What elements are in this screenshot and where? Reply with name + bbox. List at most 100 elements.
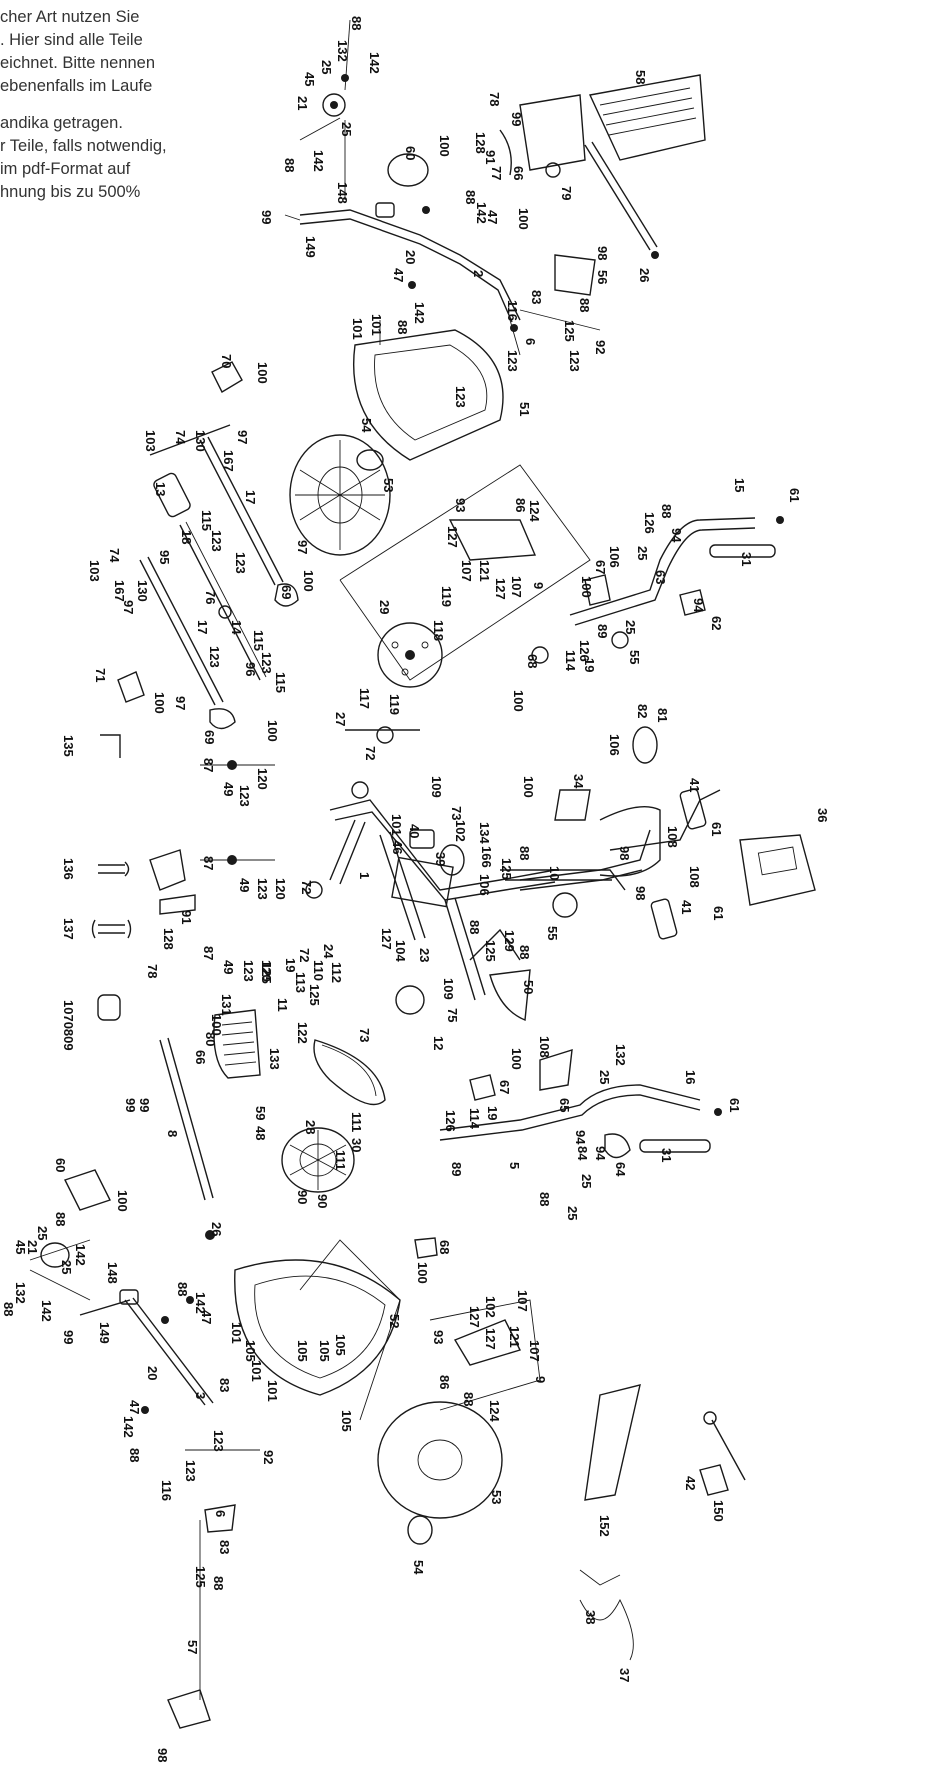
- upper-flywheel-disc: [289, 434, 391, 556]
- part-label: 127: [493, 578, 508, 600]
- part-labels-bottom-right-arm: 108 65 100 67 132 25 16 61 31 126 114 19…: [415, 1036, 742, 1284]
- part-label: 150: [711, 1500, 726, 1522]
- part-label: 127: [467, 1306, 482, 1328]
- part-label: 128: [161, 928, 176, 950]
- part-label: 12: [431, 1036, 446, 1050]
- part-label: 109: [429, 776, 444, 798]
- part-label: 100: [516, 208, 531, 230]
- intro-text: cher Art nutzen Sie . Hier sind alle Tei…: [0, 6, 260, 204]
- part-label: 142: [474, 202, 489, 224]
- part-label: 126: [443, 1110, 458, 1132]
- part-label: 100: [152, 692, 167, 714]
- part-label: 118: [431, 620, 446, 641]
- part-label: 108: [687, 866, 702, 888]
- part-label: 25: [319, 60, 334, 74]
- part-label: 95: [157, 550, 172, 564]
- part-label: 81: [655, 708, 670, 722]
- part-label: 116: [159, 1480, 174, 1501]
- upper-right-handle: [531, 516, 784, 664]
- part-label: 120: [259, 960, 274, 982]
- upper-crank-bracket: [554, 254, 596, 296]
- part-label: 61: [727, 1098, 742, 1112]
- part-label: 105: [317, 1340, 332, 1362]
- intro-line: eichnet. Bitte nennen: [0, 54, 156, 72]
- part-label: 124: [487, 1400, 502, 1422]
- main-frame: [200, 726, 626, 1015]
- part-label: 47: [391, 268, 406, 282]
- part-label: 53: [489, 1490, 504, 1504]
- part-label: 120: [255, 768, 270, 790]
- part-label: 125: [562, 320, 577, 342]
- part-label: 74: [107, 548, 122, 563]
- part-label: 83: [217, 1378, 232, 1392]
- part-label: 93: [431, 1330, 446, 1344]
- part-label: 105: [339, 1410, 354, 1432]
- drawing-code: 1070809: [61, 1000, 76, 1051]
- part-label: 110: [311, 960, 326, 981]
- intro-line: . Hier sind alle Teile: [0, 31, 143, 49]
- part-label: 98: [155, 1748, 170, 1762]
- part-label: 28: [303, 1120, 318, 1134]
- part-label: 77: [489, 166, 504, 180]
- part-label: 87: [201, 946, 216, 960]
- part-label: 26: [209, 1222, 224, 1236]
- part-label: 55: [545, 926, 560, 940]
- part-label: 5: [507, 1162, 522, 1169]
- part-label: 126: [642, 512, 657, 534]
- part-label: 88: [175, 1282, 190, 1296]
- part-label: 108: [537, 1036, 552, 1058]
- part-labels-stabilizers: 100 70 97 130 167 74 103 13 17 115 123 1…: [87, 354, 316, 744]
- part-label: 107: [509, 576, 524, 598]
- part-label: 114: [563, 650, 578, 672]
- part-label: 109: [441, 978, 456, 1000]
- part-label: 123: [211, 1430, 226, 1452]
- part-label: 25: [59, 1260, 74, 1274]
- part-label: 127: [445, 526, 460, 548]
- lower-handlebar-assembly: [29, 1169, 260, 1729]
- part-label: 45: [13, 1240, 28, 1254]
- part-label: 152: [597, 1515, 612, 1537]
- part-label: 51: [517, 402, 532, 416]
- part-label: 10: [547, 866, 562, 880]
- part-label: 11: [275, 998, 290, 1012]
- part-label: 100: [209, 1014, 224, 1036]
- part-label: 99: [61, 1330, 76, 1344]
- part-label: 105: [333, 1334, 348, 1356]
- part-label: 66: [193, 1050, 208, 1064]
- part-label: 132: [613, 1044, 628, 1066]
- part-label: 142: [412, 302, 427, 324]
- part-label: 88: [211, 1576, 226, 1590]
- part-label: 130: [193, 430, 208, 452]
- part-label: 99: [509, 112, 524, 126]
- part-label: 88: [395, 320, 410, 334]
- part-label: 94: [691, 598, 706, 613]
- part-label: 21: [295, 96, 310, 110]
- part-label: 123: [259, 652, 274, 674]
- part-label: 8: [165, 1130, 180, 1137]
- part-label: 71: [93, 668, 108, 682]
- part-label: 23: [417, 948, 432, 962]
- part-label: 1: [357, 872, 372, 879]
- part-labels-top-flywheel: 54 53 93 86 124 127 107 121 107 127 9 11…: [333, 418, 546, 726]
- part-label: 135: [61, 735, 76, 757]
- part-label: 64: [613, 1162, 628, 1177]
- part-label: 107: [515, 1290, 530, 1312]
- part-labels-bottom-handlebar: 60 100 88 25 45 21 25 142 132 88 148 142…: [1, 1158, 276, 1762]
- part-label: 88: [282, 158, 297, 172]
- console-mast: [519, 726, 816, 940]
- part-label: 18: [179, 530, 194, 544]
- part-label: 47: [485, 210, 500, 224]
- part-label: 121: [507, 1326, 522, 1348]
- part-label: 123: [255, 878, 270, 900]
- part-label: 119: [387, 694, 402, 715]
- part-label: 111: [333, 1150, 348, 1170]
- part-label: 101: [350, 318, 365, 340]
- part-label: 111: [349, 1112, 364, 1132]
- part-label: 25: [635, 546, 650, 560]
- part-label: 88: [127, 1448, 142, 1462]
- part-label: 97: [295, 540, 310, 554]
- part-label: 100: [579, 576, 594, 598]
- part-label: 88: [517, 846, 532, 860]
- part-label: 52: [387, 1314, 402, 1328]
